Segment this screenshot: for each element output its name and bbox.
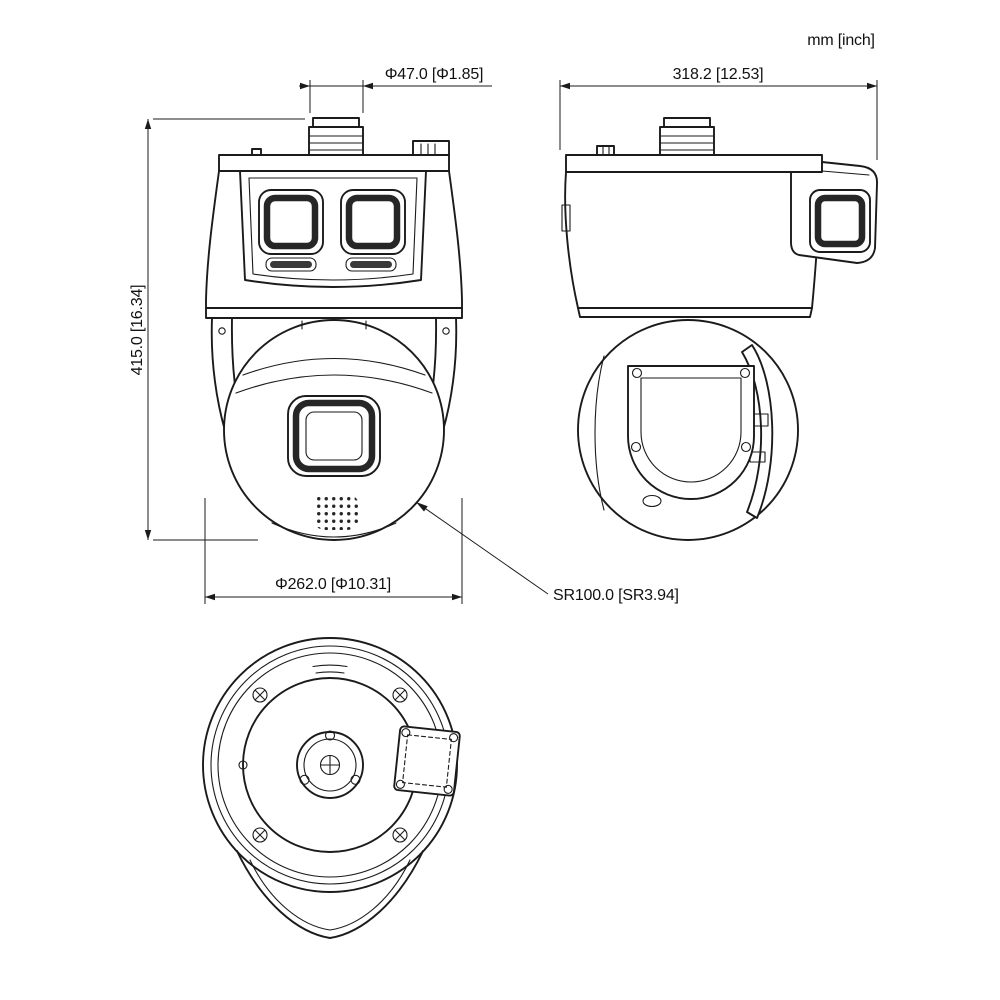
mounting-screw: [392, 687, 408, 703]
side-lens-head: [790, 161, 878, 264]
front-dual-lens-head: [239, 170, 427, 288]
side-mounting-neck-icon: [659, 117, 715, 156]
junction-box-screw: [449, 733, 459, 743]
side-width-label: 318.2 [12.53]: [673, 66, 764, 83]
junction-box-screw: [395, 779, 405, 789]
side-ptz-ball: [577, 319, 799, 541]
height-label: 415.0 [16.34]: [129, 285, 146, 376]
front-dome: [223, 319, 445, 541]
dimension-side-width: 318.2 [12.53]: [559, 66, 878, 160]
mounting-screw: [252, 687, 268, 703]
speaker-grille: [313, 494, 359, 530]
front-ir-illuminator-right: [345, 257, 397, 272]
dome-radius-callout: SR100.0 [SR3.94]: [415, 501, 679, 604]
units-label: mm [inch]: [807, 32, 875, 49]
dimension-neck-diameter: Φ47.0 [Φ1.85]: [299, 66, 492, 113]
center-hub: [296, 730, 364, 799]
base-trim-outline: [236, 850, 424, 939]
front-dome-window: [287, 395, 381, 477]
front-body: [205, 170, 463, 319]
side-view: [561, 117, 878, 541]
hub-screw: [350, 774, 361, 785]
side-mount-yoke: [627, 365, 755, 500]
front-ir-illuminator-left: [265, 257, 317, 272]
yoke-screw: [631, 367, 643, 379]
mounting-screw: [392, 827, 408, 843]
junction-box: [393, 725, 461, 797]
yoke-screw: [630, 441, 642, 453]
bottom-view: [202, 637, 461, 939]
junction-box-screw: [443, 784, 453, 794]
side-body: [561, 171, 822, 318]
front-view: [205, 117, 463, 541]
yoke-screw: [739, 367, 751, 379]
front-mounting-neck-icon: [308, 117, 364, 156]
side-lens-window: [809, 189, 871, 253]
hub-screw: [324, 730, 336, 741]
dome-radius-label: SR100.0 [SR3.94]: [553, 587, 679, 604]
front-lens-window-right: [340, 189, 406, 255]
dimension-height: 415.0 [16.34]: [129, 118, 305, 541]
dimension-annotations: Φ47.0 [Φ1.85] 415.0 [16.34] Φ262.0 [Φ10.…: [129, 32, 878, 604]
mounting-screw: [252, 827, 268, 843]
yoke-screw: [740, 441, 752, 453]
front-lens-window-left: [258, 189, 324, 255]
junction-box-screw: [401, 728, 411, 738]
hub-screw: [299, 774, 310, 785]
neck-diameter-label: Φ47.0 [Φ1.85]: [385, 66, 484, 83]
base-diameter-label: Φ262.0 [Φ10.31]: [275, 576, 391, 593]
dimension-base-diameter: Φ262.0 [Φ10.31]: [204, 498, 463, 604]
